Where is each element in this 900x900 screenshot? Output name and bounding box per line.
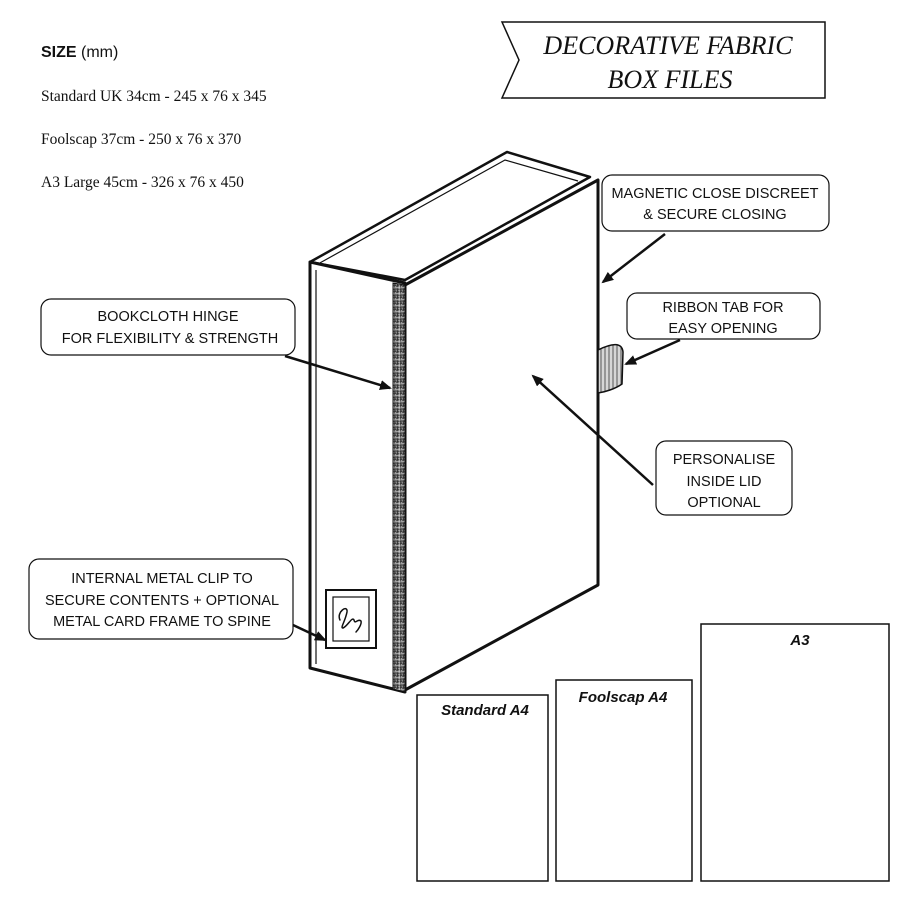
bookcloth-hinge [392, 282, 406, 693]
size-heading-label: SIZE [41, 44, 77, 61]
paper-standard-a4-label: Standard A4 [441, 702, 529, 719]
callout-hinge-line-1: BOOKCLOTH HINGE [98, 309, 239, 325]
size-unit: (mm) [81, 44, 119, 61]
paper-standard-a4: Standard A4 [416, 694, 549, 882]
callout-hinge-line-2: FOR FLEXIBILITY & STRENGTH [62, 331, 278, 347]
callout-hinge: BOOKCLOTH HINGE FOR FLEXIBILITY & STRENG… [40, 298, 392, 390]
arrow-magnetic [601, 233, 666, 284]
size-row-foolscap: Foolscap 37cm - 250 x 76 x 370 [41, 131, 242, 148]
callout-ribbon-line-2: EASY OPENING [668, 321, 777, 337]
ribbon-banner-icon [500, 21, 826, 99]
arrow-clip [292, 623, 327, 642]
title-line-2: BOX FILES [608, 65, 733, 94]
callout-magnetic: MAGNETIC CLOSE DISCREET & SECURE CLOSING [601, 174, 830, 284]
arrow-ribbon [624, 338, 681, 366]
paper-foolscap-a4-label: Foolscap A4 [579, 689, 668, 706]
callout-ribbon: RIBBON TAB FOR EASY OPENING [624, 292, 821, 366]
arrow-hinge [284, 354, 392, 390]
callout-clip-line-1: INTERNAL METAL CLIP TO [71, 571, 253, 587]
ribbon-tab [597, 343, 624, 394]
callout-personalise: PERSONALISE INSIDE LID OPTIONAL [531, 374, 793, 516]
callout-personalise-line-2: INSIDE LID [687, 474, 762, 490]
paper-a3-label: A3 [789, 632, 810, 649]
callout-magnetic-line-1: MAGNETIC CLOSE DISCREET [611, 186, 818, 202]
callout-clip-line-3: METAL CARD FRAME TO SPINE [53, 614, 271, 630]
paper-a3: A3 [700, 623, 890, 882]
title-line-1: DECORATIVE FABRIC [542, 31, 793, 60]
callout-magnetic-line-2: & SECURE CLOSING [643, 207, 786, 223]
box-file-illustration [308, 150, 624, 694]
size-block: SIZE (mm) Standard UK 34cm - 245 x 76 x … [41, 44, 267, 217]
arrow-personalise [531, 374, 654, 486]
size-row-standard: Standard UK 34cm - 245 x 76 x 345 [41, 88, 267, 105]
signature-icon [338, 608, 362, 633]
size-heading: SIZE (mm) [41, 44, 267, 62]
title-banner: DECORATIVE FABRIC BOX FILES [500, 21, 826, 99]
callout-personalise-line-1: PERSONALISE [673, 452, 776, 468]
callout-clip-line-2: SECURE CONTENTS + OPTIONAL [45, 593, 279, 609]
callout-clip: INTERNAL METAL CLIP TO SECURE CONTENTS +… [28, 558, 327, 642]
callout-personalise-line-3: OPTIONAL [687, 495, 760, 511]
paper-foolscap-a4: Foolscap A4 [555, 679, 693, 882]
callout-ribbon-line-1: RIBBON TAB FOR [662, 300, 783, 316]
size-row-a3: A3 Large 45cm - 326 x 76 x 450 [41, 174, 244, 191]
